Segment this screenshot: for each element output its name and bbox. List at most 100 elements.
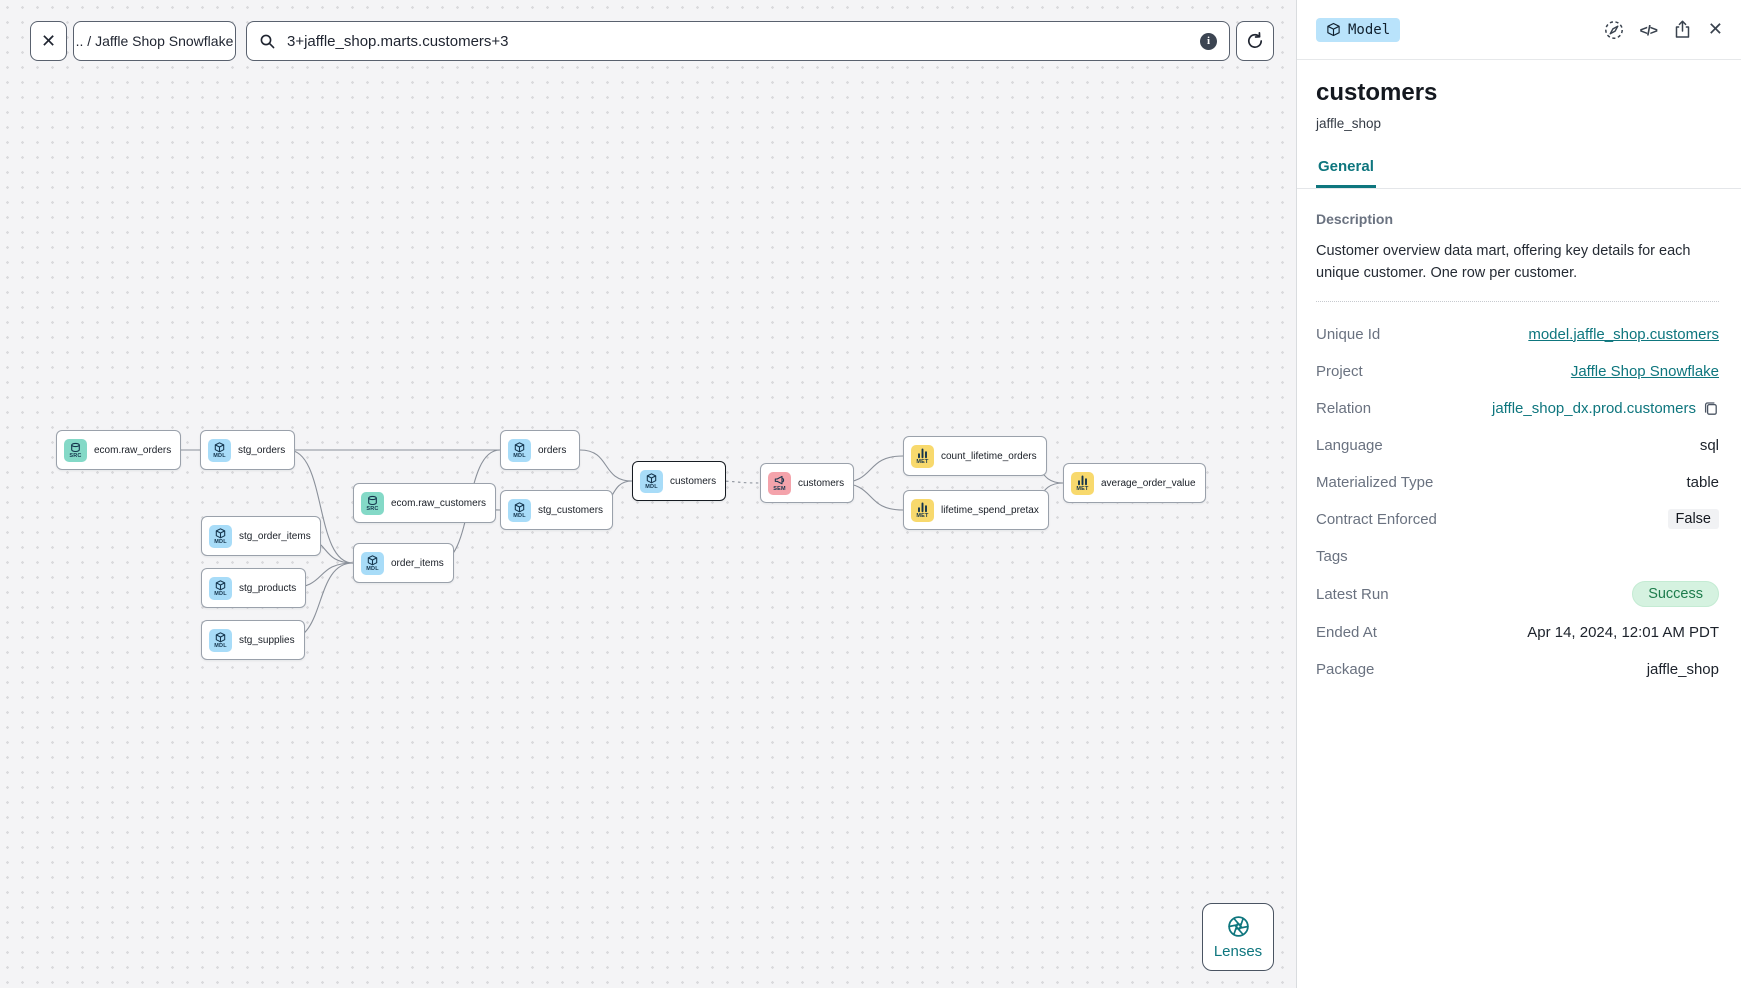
field-row-tags: Tags (1316, 544, 1719, 568)
field-label-unique-id: Unique Id (1316, 325, 1381, 343)
node-label: order_items (391, 557, 444, 569)
refresh-button[interactable] (1236, 21, 1274, 61)
field-value-materialized-type: table (1686, 474, 1719, 491)
node-kind-tag: MDL (513, 452, 526, 459)
lineage-node-customers_sem[interactable]: SEM customers (760, 463, 855, 503)
field-value-language: sql (1700, 437, 1719, 454)
mdl-node-icon: MDL (361, 551, 384, 575)
details-panel: Model </> ✕ customers jaffle_shop (1297, 0, 1741, 988)
lineage-node-stg_products[interactable]: MDL stg_products (201, 568, 307, 608)
language-value: sql (1699, 436, 1719, 454)
node-label: customers (670, 475, 717, 487)
node-kind-tag: MDL (214, 642, 227, 649)
lineage-node-average_order_value[interactable]: MET average_order_value (1063, 463, 1206, 503)
tab-general[interactable]: General (1316, 158, 1376, 188)
node-kind-tag: MDL (366, 565, 379, 572)
description-text: Customer overview data mart, offering ke… (1316, 243, 1691, 281)
sem-node-icon: SEM (768, 471, 791, 495)
mdl-node-icon: MDL (640, 469, 663, 493)
node-kind-tag: MDL (513, 512, 526, 519)
field-label-latest-run: Latest Run (1316, 585, 1389, 603)
node-label: orders (538, 444, 567, 456)
field-row-language: Language sql (1316, 433, 1719, 457)
breadcrumb[interactable]: .. / Jaffle Shop Snowflake (73, 21, 236, 61)
node-label: stg_supplies (239, 634, 295, 646)
field-value-contract-enforced: False (1667, 509, 1719, 529)
mdl-node-icon: MDL (209, 628, 232, 652)
lineage-node-stg_supplies[interactable]: MDL stg_supplies (201, 620, 305, 660)
field-label-ended-at: Ended At (1316, 623, 1377, 641)
info-icon[interactable]: i (1200, 32, 1217, 50)
node-label: customers (798, 477, 845, 489)
field-value-relation: jaffle_shop_dx.prod.customers (1492, 400, 1719, 417)
lenses-label: Lenses (1213, 943, 1263, 960)
node-kind-tag: SRC (69, 452, 82, 459)
field-row-materialized-type: Materialized Type table (1316, 470, 1719, 494)
field-label-tags: Tags (1316, 547, 1348, 565)
lenses-button[interactable]: Lenses (1202, 903, 1274, 971)
field-label-relation: Relation (1316, 399, 1372, 417)
field-value-ended-at: Apr 14, 2024, 12:01 AM PDT (1527, 624, 1719, 641)
lineage-node-lifetime_spend_pretax[interactable]: MET lifetime_spend_pretax (903, 490, 1049, 530)
lineage-node-order_items[interactable]: MDL order_items (353, 543, 454, 583)
model-cube-icon (1327, 22, 1340, 37)
lineage-node-orders[interactable]: MDL orders (500, 430, 580, 470)
relation-value: jaffle_shop_dx.prod.customers (1491, 399, 1696, 417)
search-input[interactable] (285, 31, 1191, 51)
field-label-materialized-type: Materialized Type (1316, 473, 1434, 491)
node-kind-tag: MDL (214, 538, 227, 545)
node-label: stg_customers (538, 504, 604, 516)
mdl-node-icon: MDL (209, 524, 232, 548)
lineage-node-customers[interactable]: MDL customers (632, 461, 727, 501)
field-label-project: Project (1316, 362, 1363, 380)
src-node-icon: SRC (361, 491, 384, 515)
contract-enforced-chip: False (1667, 509, 1719, 529)
field-label-language: Language (1316, 436, 1383, 454)
met-node-icon: MET (911, 498, 934, 522)
unique-id-link[interactable]: model.jaffle_shop.customers (1528, 325, 1719, 343)
met-node-icon: MET (1071, 471, 1094, 495)
field-row-relation: Relation jaffle_shop_dx.prod.customers (1316, 396, 1719, 420)
node-label: stg_products (239, 582, 297, 594)
node-kind-tag: SEM (773, 485, 786, 492)
lineage-node-stg_orders[interactable]: MDL stg_orders (200, 430, 296, 470)
close-lineage-button[interactable]: ✕ (30, 21, 67, 61)
lineage-search[interactable]: i (246, 21, 1230, 61)
node-kind-tag: MET (916, 458, 929, 465)
node-kind-tag: SRC (366, 505, 379, 512)
node-label: lifetime_spend_pretax (941, 504, 1039, 516)
field-label-package: Package (1316, 660, 1375, 678)
node-label: average_order_value (1101, 477, 1196, 489)
node-kind-tag: MDL (213, 452, 226, 459)
node-label: stg_orders (238, 444, 286, 456)
copy-icon[interactable] (1703, 400, 1719, 416)
page-subtitle: jaffle_shop (1316, 116, 1382, 131)
share-icon[interactable] (1672, 19, 1693, 41)
package-value: jaffle_shop (1646, 660, 1719, 678)
page-title: customers (1316, 79, 1438, 106)
field-row-project: Project Jaffle Shop Snowflake (1316, 359, 1719, 383)
mdl-node-icon: MDL (209, 576, 232, 600)
field-row-ended-at: Ended At Apr 14, 2024, 12:01 AM PDT (1316, 620, 1719, 644)
lenses-aperture-icon (1227, 916, 1249, 937)
code-icon[interactable]: </> (1639, 21, 1658, 38)
project-link[interactable]: Jaffle Shop Snowflake (1570, 362, 1719, 380)
badge-label: Model (1348, 21, 1391, 38)
node-kind-tag: MET (1076, 485, 1089, 492)
mdl-node-icon: MDL (208, 438, 231, 462)
field-row-unique-id: Unique Id model.jaffle_shop.customers (1316, 322, 1719, 346)
explore-compass-icon[interactable] (1603, 19, 1625, 41)
mdl-node-icon: MDL (508, 498, 531, 522)
ended-at-value: Apr 14, 2024, 12:01 AM PDT (1527, 623, 1719, 641)
lineage-node-stg_customers[interactable]: MDL stg_customers (500, 490, 614, 530)
field-value-package: jaffle_shop (1647, 661, 1719, 678)
close-icon[interactable]: ✕ (1707, 19, 1723, 39)
description-label: Description (1316, 211, 1394, 227)
